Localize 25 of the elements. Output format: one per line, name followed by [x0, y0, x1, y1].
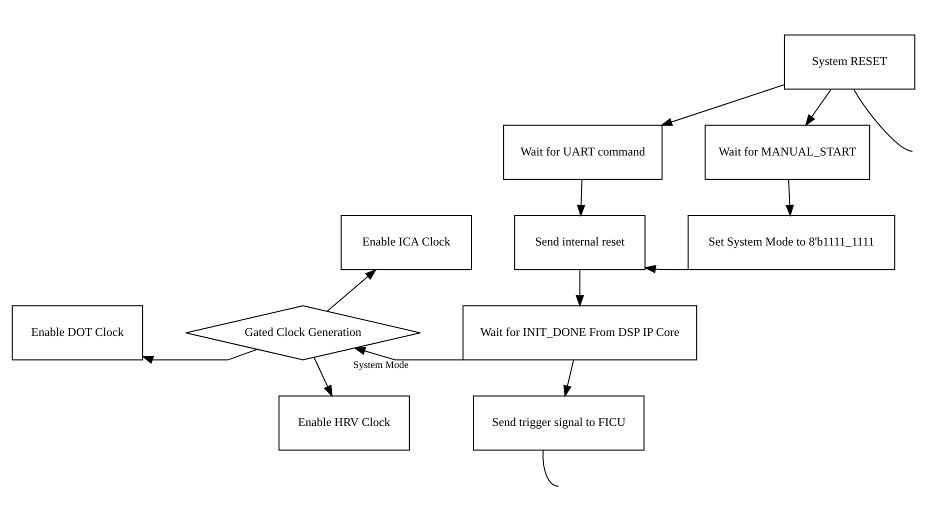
arrow — [660, 84, 784, 126]
node-box: Enable HRV Clock — [278, 395, 410, 450]
arrow — [141, 348, 258, 364]
arrow — [314, 356, 333, 397]
arrow — [576, 179, 586, 216]
node-box: Wait for INIT_DONE From DSP IP Core — [462, 304, 698, 360]
arrow — [353, 346, 463, 360]
arrow — [786, 179, 794, 216]
arrow — [576, 270, 584, 307]
arrow — [804, 88, 832, 126]
node-box: Enable DOT Clock — [12, 304, 144, 360]
arrow — [563, 360, 574, 397]
connector — [542, 450, 559, 486]
node-box: Set System Mode to 8'b1111_1111 — [688, 214, 896, 270]
node-box: Wait for UART command — [503, 124, 663, 180]
connector — [854, 88, 913, 152]
arrow — [644, 264, 688, 273]
node-box: System RESET — [784, 34, 916, 90]
node-diamond: Gated Clock Generation — [185, 304, 421, 360]
node-box: Send internal reset — [514, 214, 646, 270]
node-box: Enable ICA Clock — [340, 214, 472, 270]
node-box: Wait for MANUAL_START — [704, 124, 870, 180]
node-box: Send trigger signal to FICU — [473, 395, 645, 450]
arrow — [326, 268, 377, 312]
edge-label: System Mode — [353, 359, 409, 370]
